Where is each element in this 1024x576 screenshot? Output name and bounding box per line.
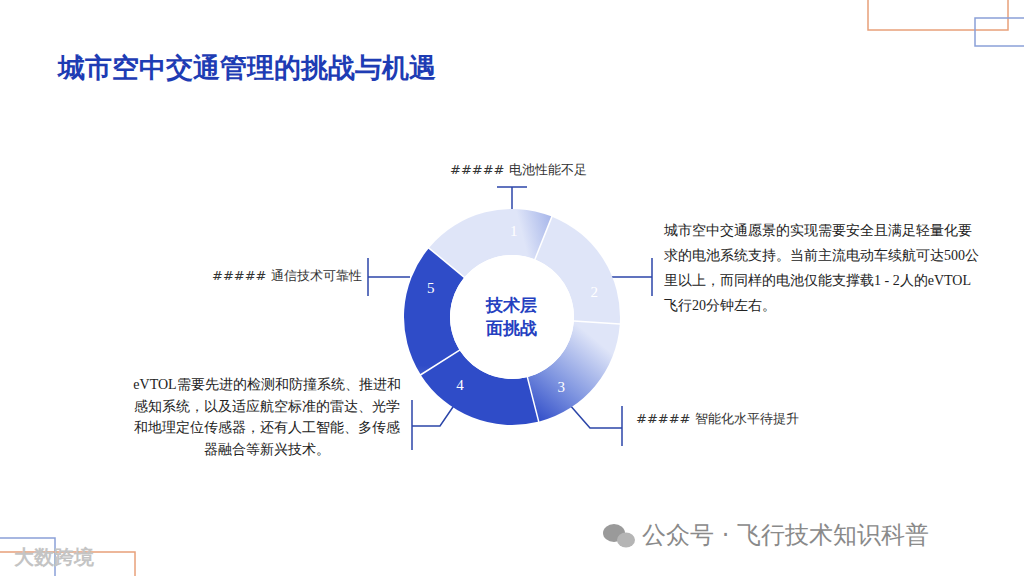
segment-number: 3: [557, 380, 565, 395]
segment-fill: [404, 249, 464, 374]
segment-number: 2: [591, 285, 599, 300]
segment-number: 1: [510, 224, 518, 239]
callout-heading: ##### 智能化水平待提升: [636, 411, 799, 428]
watermark: 大数跨境: [14, 544, 94, 570]
callout-heading: ##### 通信技术可靠性: [212, 268, 362, 285]
corner-frame: [975, 18, 1024, 46]
callout-heading: ##### 电池性能不足: [450, 162, 587, 179]
center-circle: 技术层面挑战: [450, 255, 574, 379]
corner-frame: [868, 0, 1008, 30]
center-label: 技术层面挑战: [485, 294, 539, 340]
segment-number: 4: [456, 378, 464, 393]
segment-fill: [536, 217, 620, 323]
slide-title: 城市空中交通管理的挑战与机遇: [58, 50, 436, 86]
wechat-icon: [603, 524, 635, 548]
watermark: 公众号 · 飞行技术知识科普: [642, 520, 929, 551]
callout-text: 城市空中交通愿景的实现需要安全且满足轻量化要求的电池系统支持。当前主流电动车续航…: [664, 218, 982, 318]
segment-number: 5: [427, 281, 435, 296]
callout-text: eVTOL需要先进的检测和防撞系统、推进和感知系统，以及适应航空标准的雷达、光学…: [133, 374, 401, 460]
leader-lines: [368, 187, 652, 450]
segment-fill: [528, 322, 620, 422]
